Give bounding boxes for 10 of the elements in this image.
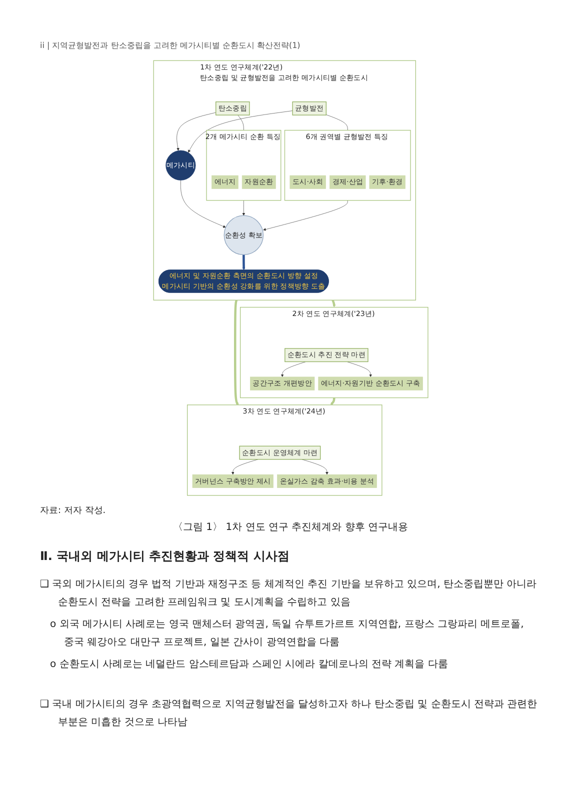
connector [326,114,348,130]
paragraph: ❑ 국내 메가시티의 경우 초광역협력으로 지역균형발전을 달성하고자 하나 탄소중립 및 순환도시 전략과 관련한 부분은 미흡한 것으로 나타남 [40,698,538,730]
paragraph: o 순환도시 사례로는 네덜란드 암스테르담과 스페인 시에라 칼데로나의 전략 계획을 다룸 [50,658,449,672]
arrow [234,300,239,406]
arrow [242,254,245,270]
figure-caption: 〈그림 1〉 1차 연도 연구 추진체계와 향후 연구내용 [172,521,409,534]
source-note: 자료: 저자 작성. [40,505,106,517]
section-heading: Ⅱ. 국내외 메가시티 추진현황과 정책적 시사점 [40,548,290,565]
running-header: ii | 지역균형발전과 탄소중립을 고려한 메가시티별 순환도시 확산전략(1) [40,40,300,51]
connector [237,114,244,130]
